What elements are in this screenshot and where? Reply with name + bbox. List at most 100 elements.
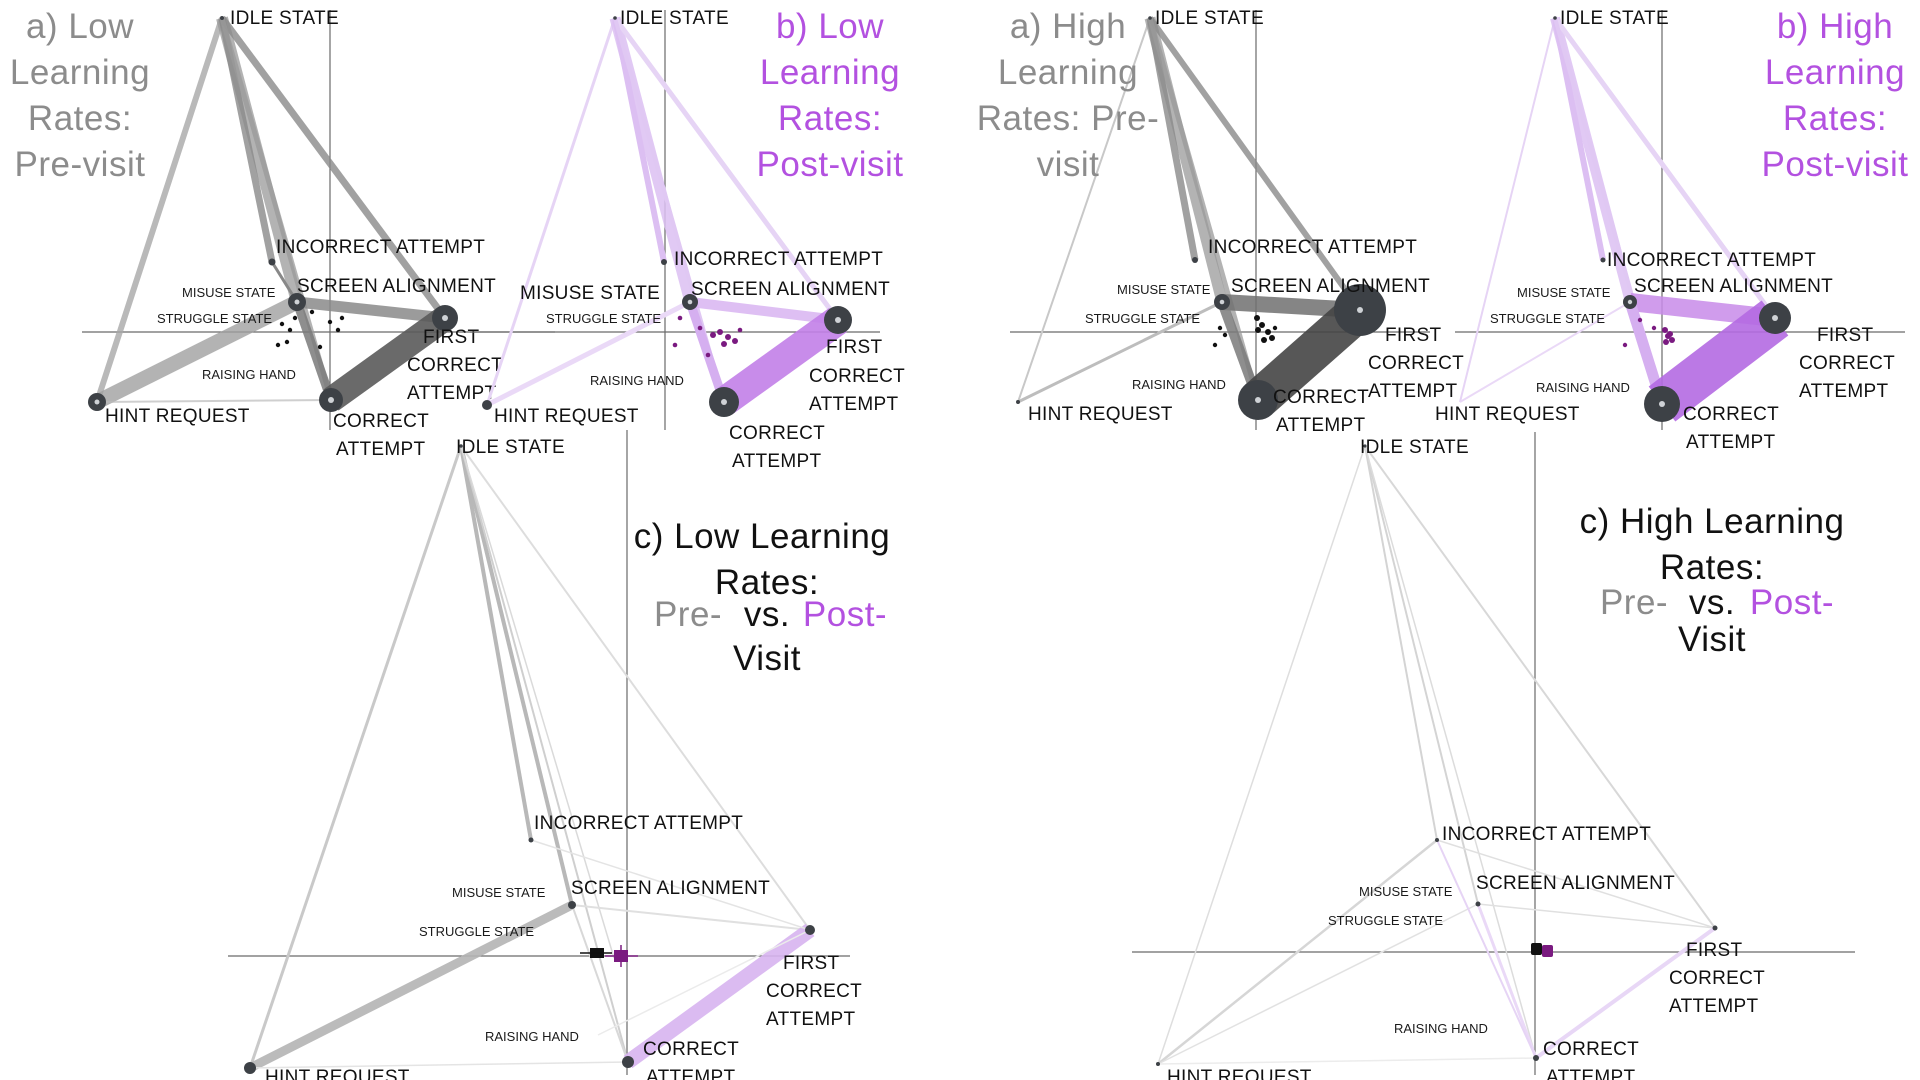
network-edges [485,16,847,415]
network-nodes [1156,444,1718,1066]
label-hint-request: HINT REQUEST [494,406,639,427]
network-edges [1459,16,1789,422]
label-struggle-state: STRUGGLE STATE [419,924,534,939]
node-centers [1219,299,1363,403]
label-raising-hand: RAISING HAND [590,373,684,388]
label-raising-hand: RAISING HAND [1394,1021,1488,1036]
label-raising-hand: RAISING HAND [1536,380,1630,395]
label-hint-request: HINT REQUEST [1167,1067,1312,1080]
label-first-correct-2: CORRECT [1669,968,1765,989]
svg-text:c) High Learning: c) High Learning [1580,502,1845,541]
label-first-correct-3: ATTEMPT [766,1009,855,1030]
label-first-correct-3: ATTEMPT [407,383,496,404]
panel-title: a) Low Learning Rates: Pre-visit [10,7,150,184]
unit-points [1622,317,1675,348]
mean-points [580,945,638,967]
label-incorrect-attempt: INCORRECT ATTEMPT [674,249,883,270]
panel-low-post: IDLE STATE INCORRECT ATTEMPT SCREEN ALIG… [470,7,905,472]
axes [1132,432,1855,1075]
svg-text:Learning: Learning [1765,53,1905,92]
label-raising-hand: RAISING HAND [1132,377,1226,392]
label-misuse-state: MISUSE STATE [1517,285,1611,300]
label-first-correct-1: FIRST [826,337,882,358]
svg-text:a) High: a) High [1010,7,1126,46]
network-edges [93,15,453,411]
svg-text:Learning: Learning [10,53,150,92]
svg-text:Pre-: Pre- [1600,583,1668,622]
svg-text:Visit: Visit [1678,620,1746,659]
svg-text:Post-: Post- [1750,583,1834,622]
label-screen-alignment: SCREEN ALIGNMENT [1476,873,1675,894]
panel-title: c) Low Learning Rates: Pre- vs. Post- Vi… [634,517,891,678]
network-nodes [244,444,815,1074]
label-first-correct-2: CORRECT [766,981,862,1002]
label-idle-state: IDLE STATE [456,437,565,458]
label-struggle-state: STRUGGLE STATE [1328,913,1443,928]
svg-text:Rates:: Rates: [28,99,132,138]
unit-points [672,315,743,358]
label-raising-hand: RAISING HAND [485,1029,579,1044]
node-centers [94,299,448,405]
label-correct-2: ATTEMPT [732,451,821,472]
label-first-correct-1: FIRST [1817,325,1873,346]
label-first-correct-3: ATTEMPT [1669,996,1758,1017]
label-misuse-state: MISUSE STATE [452,885,546,900]
label-idle-state: IDLE STATE [1560,8,1669,29]
network-edges [247,445,815,1073]
svg-text:Rates:: Rates: [715,563,819,602]
label-incorrect-attempt: INCORRECT ATTEMPT [276,237,485,258]
label-correct-2: ATTEMPT [1276,415,1365,436]
label-misuse-state: MISUSE STATE [520,283,660,304]
label-struggle-state: STRUGGLE STATE [157,311,272,326]
label-first-correct-2: CORRECT [809,366,905,387]
svg-text:Pre-visit: Pre-visit [15,145,146,184]
label-raising-hand: RAISING HAND [202,367,296,382]
network-nodes [1553,16,1791,422]
panel-title: a) High Learning Rates: Pre- visit [977,7,1159,184]
axes [228,430,850,1075]
svg-text:vs.: vs. [1689,583,1735,622]
svg-text:Post-visit: Post-visit [1762,145,1909,184]
node-centers [687,299,841,405]
node-labels: IDLE STATE INCORRECT ATTEMPT SCREEN ALIG… [265,437,862,1080]
label-correct-2: ATTEMPT [1546,1067,1635,1080]
label-correct-2: ATTEMPT [646,1067,735,1080]
node-centers [1627,299,1778,407]
mean-points [1531,943,1553,957]
label-first-correct-3: ATTEMPT [809,394,898,415]
label-first-correct-1: FIRST [1385,325,1441,346]
node-labels: IDLE STATE INCORRECT ATTEMPT SCREEN ALIG… [105,8,503,460]
label-idle-state: IDLE STATE [230,8,339,29]
svg-text:Learning: Learning [998,53,1138,92]
svg-text:b) Low: b) Low [776,7,884,46]
axes [1455,10,1905,430]
label-screen-alignment: SCREEN ALIGNMENT [297,276,496,297]
label-correct-1: CORRECT [643,1039,739,1060]
svg-text:Visit: Visit [733,639,801,678]
label-correct-1: CORRECT [1273,387,1369,408]
label-first-correct-1: FIRST [423,327,479,348]
node-labels: IDLE STATE INCORRECT ATTEMPT SCREEN ALIG… [1435,8,1895,453]
label-hint-request: HINT REQUEST [265,1067,410,1080]
label-correct-2: ATTEMPT [1686,432,1775,453]
label-idle-state: IDLE STATE [1155,8,1264,29]
label-first-correct-2: CORRECT [1799,353,1895,374]
unit-points [1212,315,1278,348]
label-correct-1: CORRECT [729,423,825,444]
label-correct-1: CORRECT [1543,1039,1639,1060]
label-correct-2: ATTEMPT [336,439,425,460]
panel-title: c) High Learning Rates: Pre- vs. Post- V… [1580,502,1845,659]
svg-text:c) Low Learning: c) Low Learning [634,517,891,556]
svg-text:Pre-: Pre- [654,595,722,634]
label-struggle-state: STRUGGLE STATE [546,311,661,326]
panel-high-comparison: IDLE STATE INCORRECT ATTEMPT SCREEN ALIG… [1132,432,1855,1080]
label-first-correct-2: CORRECT [407,355,503,376]
svg-text:Learning: Learning [760,53,900,92]
label-incorrect-attempt: INCORRECT ATTEMPT [1208,237,1417,258]
label-struggle-state: STRUGGLE STATE [1085,311,1200,326]
label-hint-request: HINT REQUEST [1028,404,1173,425]
label-screen-alignment: SCREEN ALIGNMENT [1231,276,1430,297]
label-first-correct-3: ATTEMPT [1799,381,1888,402]
label-misuse-state: MISUSE STATE [182,285,276,300]
